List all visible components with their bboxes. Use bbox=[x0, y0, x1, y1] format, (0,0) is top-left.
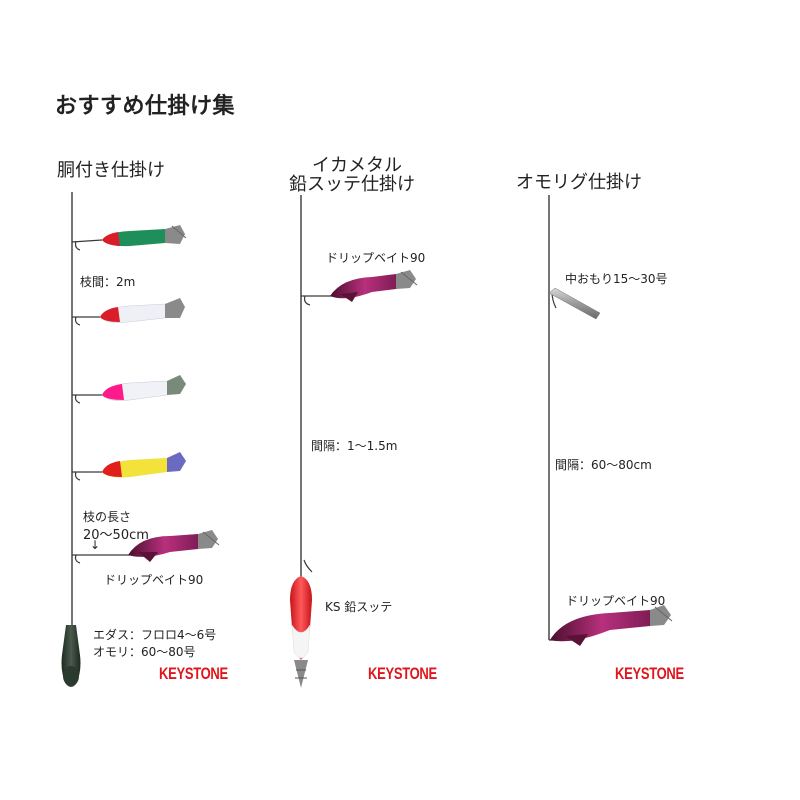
rig1-knot-2 bbox=[74, 316, 81, 326]
rig1-branch-length-value: 20～50cm bbox=[83, 528, 149, 543]
rig2-title-line2: 鉛スッテ仕掛け bbox=[289, 174, 415, 195]
rig2-title-line1: イカメタル bbox=[312, 155, 402, 176]
page-title: おすすめ仕掛け集 bbox=[55, 94, 236, 119]
rig3-lure-label: ドリップベイト90 bbox=[566, 594, 666, 608]
rig3-mid-weight-label: 中おもり15～30号 bbox=[565, 272, 668, 286]
rig2-lure-label: ドリップベイト90 bbox=[326, 251, 426, 265]
rig2-lure bbox=[330, 270, 418, 302]
rig1-lure-label: ドリップベイト90 bbox=[104, 573, 204, 587]
rig2-knot-2 bbox=[303, 559, 313, 573]
rig2-sutte-label: KS 鉛スッテ bbox=[325, 600, 393, 614]
rig1-branch-1 bbox=[71, 239, 103, 243]
rig1-arrow: ↓ bbox=[90, 538, 101, 552]
rig3-lure bbox=[550, 605, 673, 646]
rig2-knot bbox=[303, 295, 311, 306]
rig1-keystone-logo: KEYSTONE bbox=[159, 664, 228, 683]
rig2-spacing-label: 間隔：1～1.5m bbox=[311, 439, 398, 453]
rig1-knot-3 bbox=[74, 394, 81, 404]
rig1-lure-1 bbox=[102, 225, 187, 247]
rig1-knot-1 bbox=[74, 240, 81, 251]
rig1-sinker bbox=[61, 625, 81, 687]
rig3-spacing-label: 間隔：60～80cm bbox=[555, 458, 652, 472]
rig3-keystone-logo: KEYSTONE bbox=[615, 664, 684, 683]
rig1-lure-5 bbox=[128, 530, 220, 562]
rig2-sutte bbox=[290, 576, 312, 688]
rig1-sinker-label: オモリ：60～80号 bbox=[93, 645, 196, 659]
rig1-branch-length-label: 枝の長さ bbox=[83, 510, 132, 524]
rig1-title: 胴付き仕掛け bbox=[57, 160, 165, 181]
rig1-knot-4 bbox=[74, 471, 81, 481]
rig1-branches bbox=[71, 239, 130, 564]
rig2-keystone-logo: KEYSTONE bbox=[368, 664, 437, 683]
rig3-mid-weight bbox=[548, 287, 601, 320]
rig1-lure-4 bbox=[102, 452, 186, 478]
rig1-lure-2 bbox=[99, 298, 185, 323]
rig3-title: オモリグ仕掛け bbox=[516, 172, 642, 193]
rig1-leader-label: エダス：フロロ4～6号 bbox=[93, 628, 217, 642]
rig1-spacing-label: 枝間：2m bbox=[80, 275, 136, 289]
rig1-lure-3 bbox=[101, 375, 186, 401]
rig1-knot-5 bbox=[74, 554, 81, 564]
